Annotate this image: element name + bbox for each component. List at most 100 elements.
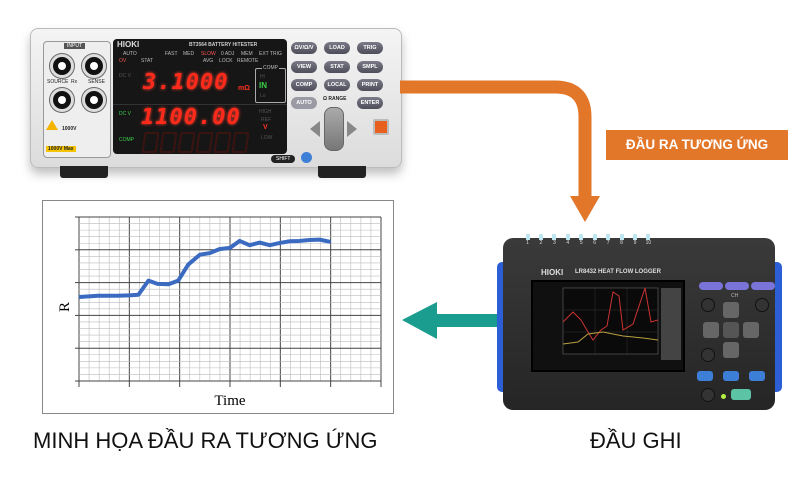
battery-tester: INPUT SOURCE Rx SENSE 1000V 1000V Max HI… — [30, 28, 402, 168]
channel-number: 8 — [620, 240, 623, 246]
rx-label: Rx — [71, 79, 78, 85]
chart-caption: MINH HỌA ĐẦU RA TƯƠNG ỨNG — [33, 428, 378, 453]
indicator-avg: AVG — [203, 58, 214, 64]
enter-key[interactable]: ENTER — [357, 97, 383, 109]
left-key[interactable] — [703, 322, 719, 338]
logger-brand: HIOKI — [541, 268, 564, 277]
tester-display: HIOKI BT3564 BATTERY HiTESTER AUTO FAST … — [113, 39, 287, 154]
comp-lo: Lo — [260, 93, 266, 99]
indicator-remote: REMOTE — [237, 58, 259, 64]
status-led — [721, 394, 726, 399]
channel-pin — [646, 234, 651, 240]
comp-key[interactable]: COMP — [291, 79, 317, 91]
center-key[interactable] — [723, 322, 739, 338]
logger-model: LR8432 HEAT FLOW LOGGER — [575, 269, 661, 275]
scroll-left-key[interactable] — [697, 371, 713, 381]
shift-label: SHIFT — [271, 155, 296, 163]
view-key[interactable]: VIEW — [291, 61, 317, 73]
range-rocker[interactable] — [324, 107, 344, 151]
logger-file-key[interactable] — [751, 282, 775, 290]
sense-h-terminal — [82, 54, 106, 78]
chart-frame: Time R — [42, 200, 394, 414]
tester-foot-right — [318, 166, 366, 178]
display-arrow-head — [402, 302, 437, 339]
logger-key-1[interactable] — [699, 282, 723, 290]
smpl-key[interactable]: SMPL — [357, 61, 383, 73]
tester-foot-left — [60, 166, 108, 178]
input-terminal-panel: INPUT SOURCE Rx SENSE 1000V 1000V Max — [43, 41, 111, 158]
indicator-slow: SLOW — [201, 51, 216, 57]
sense-l-terminal — [82, 88, 106, 112]
x-axis-label: Time — [214, 393, 245, 409]
channel-terminal-6: 6 — [590, 234, 599, 246]
channel-number: 3 — [552, 240, 556, 246]
start-stop-key[interactable] — [731, 389, 751, 400]
shift-button[interactable] — [301, 152, 312, 163]
down-key[interactable] — [723, 342, 739, 358]
channel-terminal-5: 5 — [577, 234, 586, 246]
auto-key[interactable]: AUTO — [291, 97, 317, 109]
source-l-terminal — [50, 88, 74, 112]
ref-label: REF — [261, 117, 271, 123]
sense-label: SENSE — [88, 79, 105, 85]
logger-caption: ĐẦU GHI — [590, 428, 682, 453]
primary-mode-label: DC V — [119, 73, 131, 79]
logger-key-2[interactable] — [725, 282, 749, 290]
cursor-key[interactable] — [723, 371, 739, 381]
secondary-reading: 1100.00 — [141, 105, 241, 130]
trig-key[interactable]: TRIG — [357, 42, 383, 54]
right-key[interactable] — [743, 322, 759, 338]
output-arrow-shaft — [400, 80, 592, 198]
ch-up-button[interactable] — [755, 298, 769, 312]
stat-key[interactable]: STAT — [324, 61, 350, 73]
ch-label: CH — [731, 293, 739, 299]
print-key[interactable]: PRINT — [357, 79, 383, 91]
indicator-ext-trig: EXT TRIG — [259, 51, 282, 57]
up-key[interactable] — [723, 302, 739, 318]
secondary-comp-label: COMP — [119, 137, 134, 143]
ch-down-button[interactable] — [701, 298, 715, 312]
right-arrow-key[interactable] — [347, 121, 357, 137]
channel-pin — [633, 234, 637, 240]
channel-terminal-3: 3 — [550, 234, 559, 246]
channel-number: 2 — [539, 240, 543, 246]
high-label: HIGH — [259, 109, 272, 115]
comp-label: COMP — [262, 65, 279, 71]
channel-number: 7 — [606, 240, 610, 246]
channel-terminal-4: 4 — [563, 234, 572, 246]
power-button[interactable] — [373, 119, 389, 135]
comp-indicator: COMP Hi IN Lo — [255, 65, 286, 103]
indicator-lock: LOCK — [219, 58, 233, 64]
low-label: LOW — [261, 135, 273, 141]
left-arrow-key[interactable] — [310, 121, 320, 137]
logger-waveform — [562, 287, 681, 360]
save-button[interactable] — [701, 388, 715, 402]
data-line — [78, 237, 332, 300]
ov-key[interactable]: ΩV/Ω/V — [291, 42, 317, 54]
load-key[interactable]: LOAD — [324, 42, 350, 54]
channel-number: 9 — [633, 240, 637, 246]
indicator-stat: STAT — [141, 58, 154, 64]
menu-button[interactable] — [701, 348, 715, 362]
channel-number: 4 — [566, 240, 570, 246]
output-arrow-head — [570, 196, 600, 222]
indicator-0adj: 0 ADJ — [221, 51, 235, 57]
channel-pin — [619, 234, 624, 240]
indicator-mem: MEM — [241, 51, 253, 57]
secondary-unit: V — [263, 124, 268, 131]
comp-in: IN — [259, 81, 267, 90]
output-tag: ĐẦU RA TƯƠNG ỨNG — [606, 130, 788, 160]
scroll-right-key[interactable] — [749, 371, 765, 381]
local-key[interactable]: LOCAL — [324, 79, 350, 91]
y-axis-label: R — [57, 302, 73, 312]
channel-pin — [565, 234, 570, 240]
channel-terminal-8: 8 — [617, 234, 626, 246]
max-voltage-label: 1000V Max — [46, 146, 76, 152]
tester-model: BT3564 BATTERY HiTESTER — [189, 42, 258, 48]
source-label: SOURCE — [47, 79, 69, 85]
warning-icon — [46, 120, 58, 130]
secondary-mode-label: DC V — [119, 111, 131, 117]
